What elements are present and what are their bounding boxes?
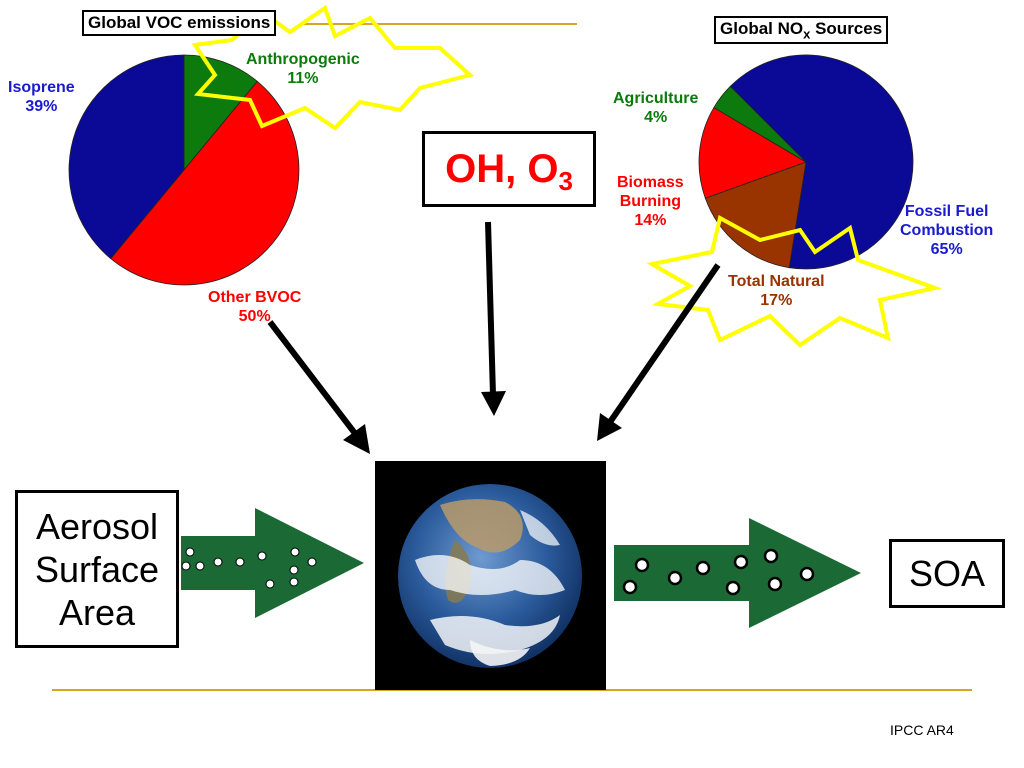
particle-dot xyxy=(290,547,300,557)
aerosol-line-2: Surface xyxy=(34,549,160,590)
slice-fossil-fuel xyxy=(729,54,914,270)
slice-anthropogenic xyxy=(183,54,258,172)
source-credit: IPCC AR4 xyxy=(890,722,954,738)
label-isoprene-name: Isoprene xyxy=(8,79,75,96)
particle-dot xyxy=(695,560,711,576)
particle-dot xyxy=(185,547,195,557)
total-natural-starburst xyxy=(646,214,943,348)
particle-dot xyxy=(767,576,783,592)
label-fossil-name-2: Combustion xyxy=(900,222,994,239)
particle-dot xyxy=(622,579,638,595)
aerosol-line-1: Aerosol xyxy=(35,506,159,547)
label-agriculture-value: 4% xyxy=(644,109,668,126)
nox-pie-chart xyxy=(698,54,914,270)
particle-dot xyxy=(634,557,650,573)
particle-dot xyxy=(289,565,299,575)
label-biomass-name-1: Biomass xyxy=(617,174,684,191)
particle-dot xyxy=(195,561,205,571)
particle-dot xyxy=(257,551,267,561)
soa-box: SOA xyxy=(889,539,1005,608)
particle-dot xyxy=(235,557,245,567)
oxidants-text: OH, O xyxy=(445,147,559,191)
aerosol-surface-area-box: Aerosol Surface Area xyxy=(15,490,179,648)
slice-isoprene xyxy=(68,54,185,260)
nox-title-subscript: x xyxy=(803,26,811,42)
oxidants-box: OH, O3 xyxy=(422,131,596,207)
label-fossil-fuel: Fossil Fuel Combustion 65% xyxy=(900,202,993,259)
label-anthropogenic: Anthropogenic 11% xyxy=(246,50,360,88)
particle-dot xyxy=(181,561,191,571)
label-anthropogenic-value: 11% xyxy=(287,70,319,87)
voc-chart-title: Global VOC emissions xyxy=(82,10,277,36)
label-isoprene-value: 39% xyxy=(25,98,58,115)
label-biomass-value: 14% xyxy=(634,212,667,229)
anthropogenic-starburst xyxy=(191,4,475,131)
label-other-bvoc: Other BVOC 50% xyxy=(208,288,301,326)
label-fossil-name-1: Fossil Fuel xyxy=(904,203,989,220)
particle-dot xyxy=(733,554,749,570)
oxidants-subscript: 3 xyxy=(558,166,573,196)
slice-agriculture xyxy=(713,85,807,163)
arrow-oxidants-to-earth xyxy=(481,221,506,416)
arrow-nox-to-earth xyxy=(597,263,721,441)
nox-title-prefix: Global NO xyxy=(720,19,804,38)
particle-dot xyxy=(725,580,741,596)
particle-dot xyxy=(799,566,815,582)
particle-dot xyxy=(667,570,683,586)
label-agriculture: Agriculture 4% xyxy=(613,89,698,127)
label-biomass-burning: Biomass Burning 14% xyxy=(617,173,684,230)
nox-chart-title: Global NOx Sources xyxy=(714,16,889,45)
label-fossil-value: 65% xyxy=(930,241,963,258)
label-biomass-name-2: Burning xyxy=(619,193,682,210)
particle-dot xyxy=(763,548,779,564)
particle-dot xyxy=(289,577,299,587)
soa-flow-arrow xyxy=(614,518,861,628)
label-agriculture-name: Agriculture xyxy=(613,90,699,107)
particle-dot xyxy=(307,557,317,567)
arrow-voc-to-earth xyxy=(267,320,370,454)
slice-biomass-burning xyxy=(698,106,807,199)
slice-total-natural xyxy=(704,161,807,269)
label-other-bvoc-name: Other BVOC xyxy=(208,289,302,306)
particle-dot xyxy=(265,579,275,589)
nox-title-suffix: Sources xyxy=(810,19,883,38)
particle-dot xyxy=(213,557,223,567)
label-natural-value: 17% xyxy=(760,292,793,309)
label-isoprene: Isoprene 39% xyxy=(8,78,75,116)
aerosol-line-3: Area xyxy=(58,592,136,633)
slice-other-bvoc xyxy=(110,80,300,286)
voc-pie-chart xyxy=(68,54,300,286)
label-anthropogenic-name: Anthropogenic xyxy=(246,51,360,68)
earth-image xyxy=(375,461,606,690)
label-other-bvoc-value: 50% xyxy=(238,308,271,325)
label-total-natural: Total Natural 17% xyxy=(728,272,825,310)
label-natural-name: Total Natural xyxy=(728,273,825,290)
aerosol-flow-arrow xyxy=(181,508,364,618)
